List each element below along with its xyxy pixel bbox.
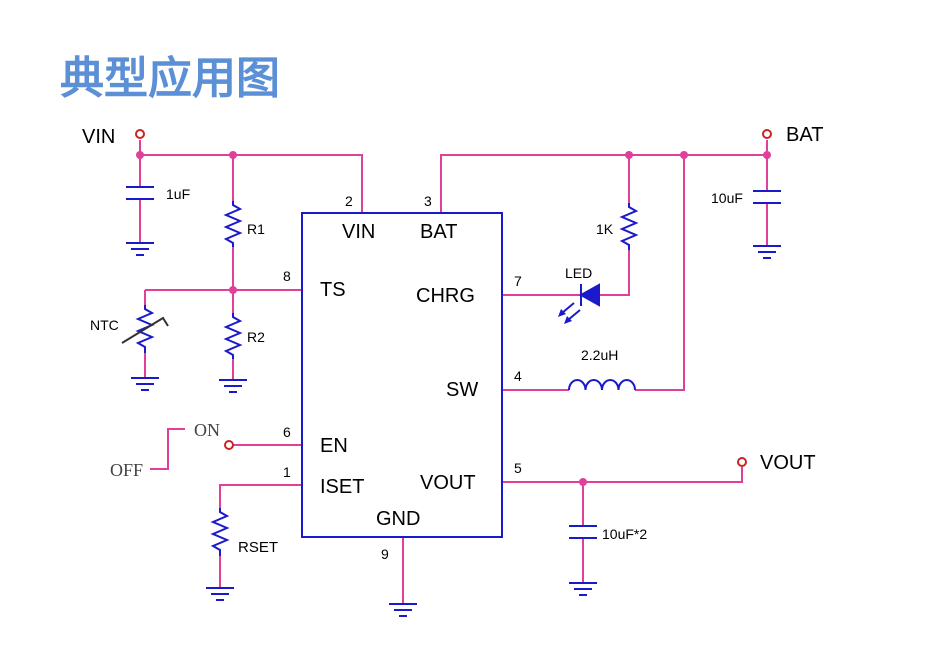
resistor-rset: [210, 508, 230, 556]
ntc-label: NTC: [90, 317, 119, 333]
bat-terminal: [762, 129, 772, 139]
ic-chip: [301, 212, 503, 538]
pin-name-gnd: GND: [376, 508, 420, 530]
page-title: 典型应用图: [60, 53, 280, 104]
ground-icon: [131, 377, 159, 391]
resistor-rset-label: RSET: [238, 539, 278, 556]
resistor-1k: [619, 203, 639, 250]
resistor-r1-label: R1: [247, 221, 265, 237]
pin-name-vout: VOUT: [420, 472, 476, 494]
junction-dots: [136, 151, 771, 486]
capacitor-10uf-label: 10uF: [711, 190, 743, 206]
capacitor-10uf: [753, 190, 781, 204]
pin-name-chrg: CHRG: [416, 285, 475, 307]
capacitor-vout-label: 10uF*2: [602, 526, 647, 542]
resistor-r1: [223, 201, 243, 247]
pin-number-chrg: 7: [514, 273, 522, 289]
pin-name-sw: SW: [446, 379, 478, 401]
vin-label: VIN: [82, 126, 115, 148]
pin-number-vout: 5: [514, 460, 522, 476]
ground-icon: [206, 587, 234, 601]
pin-number-ts: 8: [283, 268, 291, 284]
en-terminal: [224, 440, 234, 450]
vin-terminal: [135, 129, 145, 139]
switch-on-label: ON: [194, 420, 220, 440]
capacitor-1uf-label: 1uF: [166, 186, 190, 202]
bat-label: BAT: [786, 124, 823, 146]
pin-name-ts: TS: [320, 279, 346, 301]
ground-icon: [569, 582, 597, 596]
resistor-1k-label: 1K: [596, 221, 614, 237]
pin-name-iset: ISET: [320, 476, 364, 498]
pin-name-en: EN: [320, 435, 348, 457]
inductor-coil: [568, 379, 636, 391]
ntc-thermistor: [121, 305, 169, 353]
inductor-label: 2.2uH: [581, 347, 618, 363]
capacitor-1uf: [126, 186, 154, 200]
ground-icon: [389, 603, 417, 617]
resistor-r2-label: R2: [247, 329, 265, 345]
pin-number-en: 6: [283, 424, 291, 440]
led-diode: [558, 283, 600, 324]
pin-number-sw: 4: [514, 368, 522, 384]
pin-name-bat: BAT: [420, 221, 457, 243]
vout-label: VOUT: [760, 452, 816, 474]
switch-off-label: OFF: [110, 460, 143, 480]
pin-name-vin: VIN: [342, 221, 375, 243]
ground-icon: [126, 242, 154, 256]
pin-number-iset: 1: [283, 464, 291, 480]
led-label: LED: [565, 265, 592, 281]
pin-number-gnd: 9: [381, 546, 389, 562]
vout-terminal: [737, 457, 747, 467]
wires: [139, 140, 768, 604]
capacitor-vout: [569, 525, 597, 539]
pin-number-bat: 3: [424, 193, 432, 209]
resistor-r2: [223, 313, 243, 359]
ground-icon: [753, 245, 781, 259]
ground-icon: [219, 379, 247, 393]
pin-number-vin: 2: [345, 193, 353, 209]
